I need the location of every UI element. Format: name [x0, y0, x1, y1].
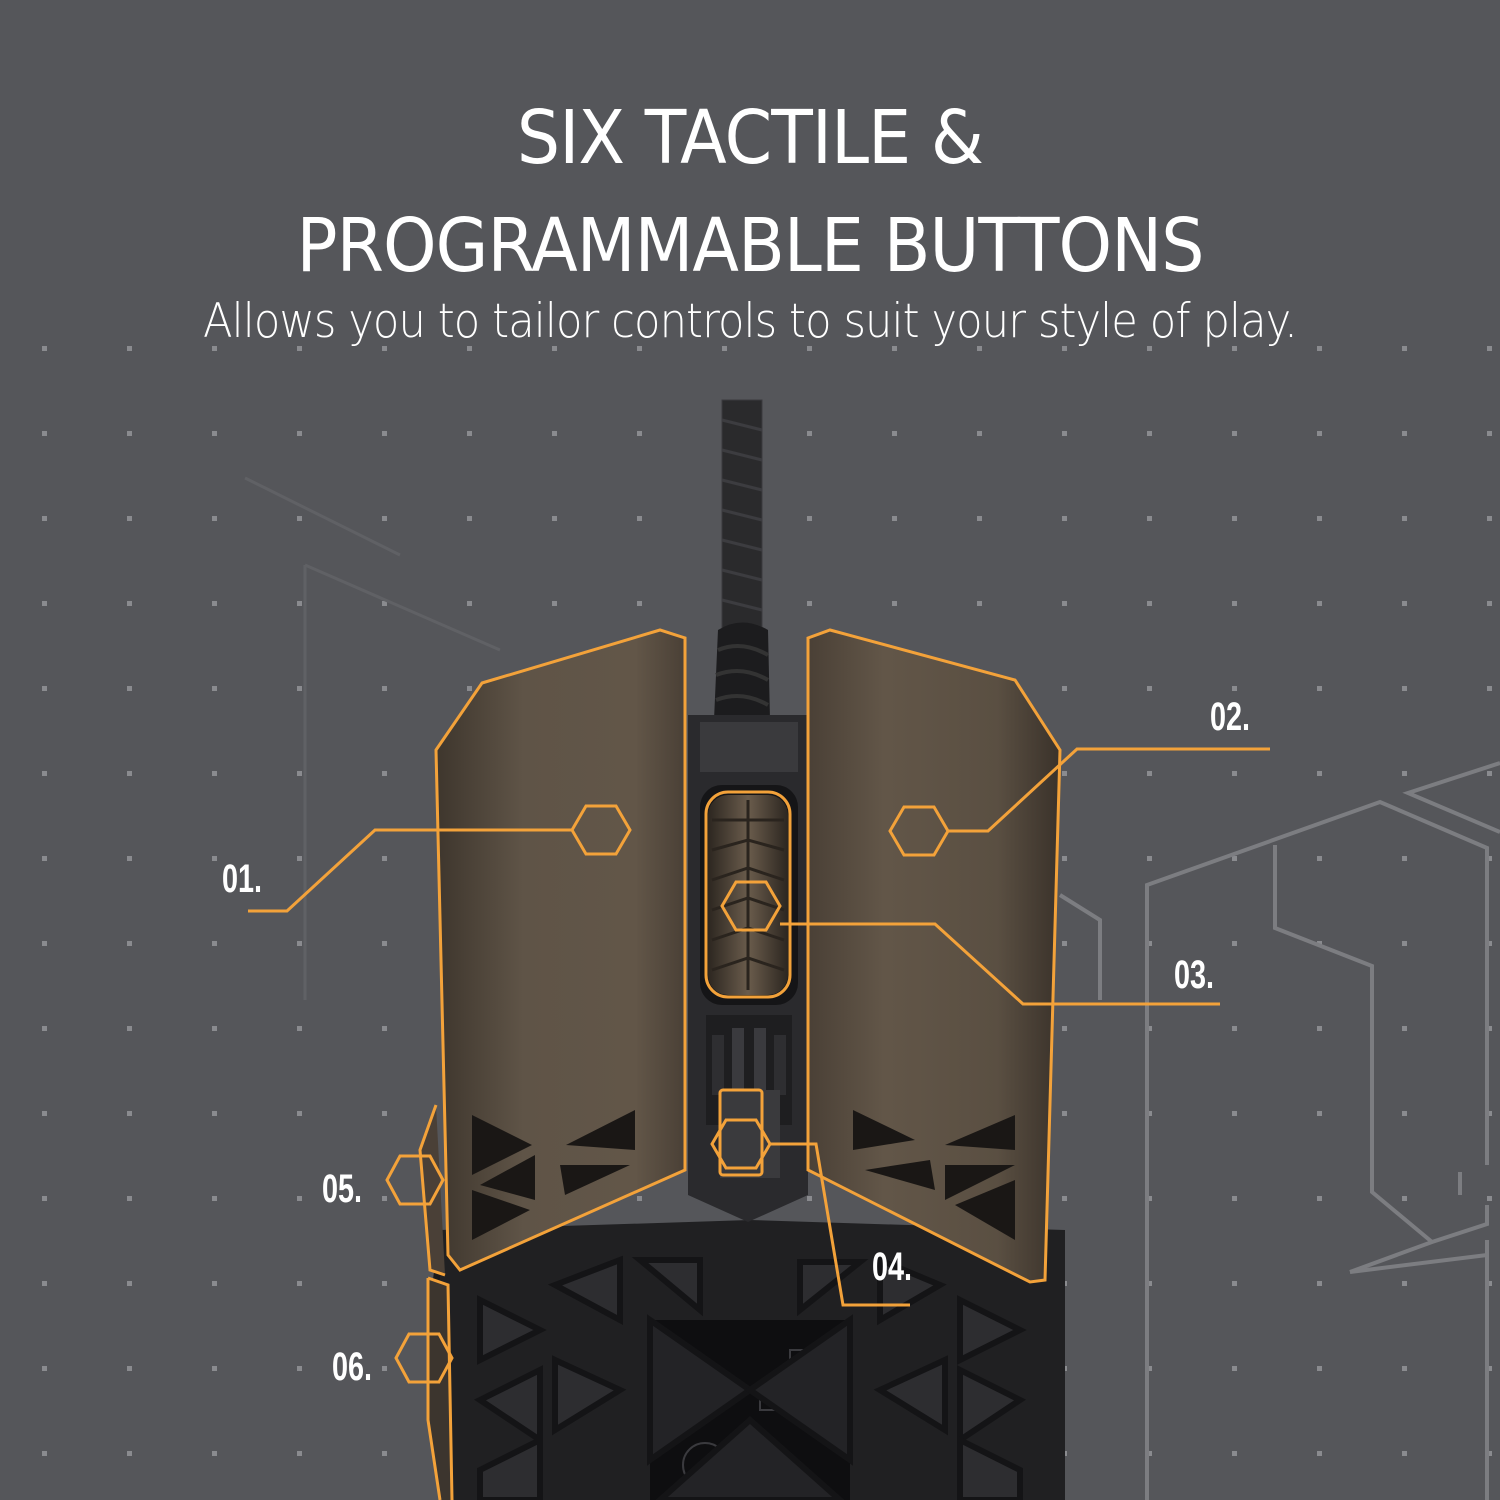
headline-line-2: PROGRAMMABLE BUTTONS: [296, 203, 1204, 289]
callout-overlays: [248, 628, 1270, 1500]
leader-line-01: [248, 828, 572, 913]
mouse-body: [430, 1220, 1065, 1500]
right-button-outline: [806, 628, 1062, 1284]
callout-label-03: 03.: [1174, 953, 1215, 997]
headline-line-1: SIX TACTILE &: [516, 95, 984, 181]
leader-line-02: [948, 747, 1270, 833]
mouse-cable: [714, 399, 770, 725]
side-button-back-outline: [426, 1276, 454, 1500]
hexagon-icon-05: [385, 1154, 445, 1206]
right-click-button-shell: [808, 630, 1060, 1282]
callout-label-01: 01.: [222, 857, 263, 901]
hexagon-icon-03: [720, 880, 782, 932]
left-click-button-shell: [436, 630, 685, 1270]
leader-line-03: [780, 922, 1220, 1006]
callout-label-02: 02.: [1210, 695, 1251, 739]
hexagon-icon-06: [394, 1332, 454, 1384]
callout-label-04: 04.: [872, 1245, 913, 1289]
left-deco-lines: [244, 476, 501, 1000]
side-button-forward-outline: [418, 1104, 446, 1277]
callout-label-06: 06.: [332, 1345, 373, 1389]
scroll-wheel-outline: [704, 790, 792, 999]
hexagon-icon-01: [570, 804, 632, 856]
left-button-outline: [434, 628, 687, 1272]
right-deco-lines: [1058, 761, 1500, 1500]
subtitle: Allows you to tailor controls to suit yo…: [203, 294, 1298, 349]
leader-line-04: [770, 1142, 910, 1307]
mouse-center-spine: [688, 715, 808, 1222]
callout-label-05: 05.: [322, 1167, 363, 1211]
